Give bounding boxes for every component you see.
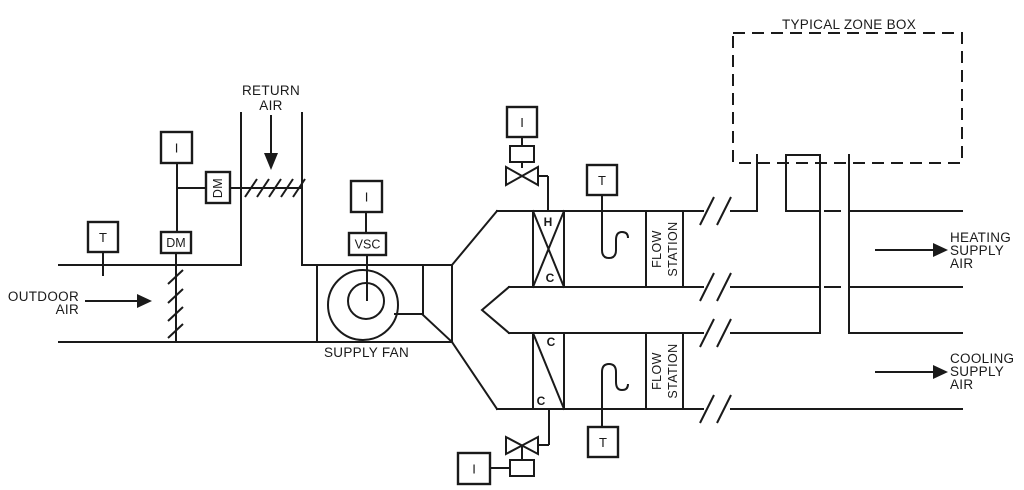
return-air-label-2: AIR — [259, 98, 282, 113]
vsc-box — [347, 231, 388, 257]
damper-motor-outdoor-box — [159, 230, 193, 255]
cooling-supply-label-2: SUPPLY — [950, 364, 1004, 379]
cold-deck-valve — [490, 409, 550, 477]
heating-supply-label-2: SUPPLY — [950, 243, 1004, 258]
outdoor-air-damper — [167, 251, 184, 343]
indicator-hot-valve-label: I — [520, 115, 524, 130]
cold-coil-top-label: C — [547, 335, 556, 349]
heating-supply-label-1: HEATING — [950, 230, 1011, 245]
temp-sensor-cold-deck-label: T — [599, 435, 607, 450]
damper-motor-outdoor-label: DM — [166, 236, 185, 250]
cooling-supply-arrow — [875, 365, 948, 379]
temp-element-hot-deck — [601, 195, 629, 260]
supply-fan-casing — [316, 264, 453, 343]
temp-sensor-hot-deck-box — [585, 163, 619, 197]
flow-station-cold-label-1: FLOW — [650, 352, 664, 390]
damper-motor-return-label: DM — [211, 178, 225, 198]
temp-sensor-outdoor-label: T — [99, 230, 107, 245]
cold-deck-coil — [531, 331, 566, 411]
heating-supply-arrow — [875, 243, 948, 257]
return-air-arrow — [264, 115, 278, 170]
return-air-label-1: RETURN — [242, 83, 300, 98]
hot-deck-coil — [531, 209, 566, 289]
temp-element-cold-deck — [601, 362, 629, 427]
outdoor-air-duct — [58, 264, 453, 343]
supply-fan-label: SUPPLY FAN — [324, 345, 409, 360]
valve-symbol-cold-left — [505, 435, 525, 456]
cooling-supply-label-3: AIR — [950, 377, 973, 392]
heating-supply-label-3: AIR — [950, 256, 973, 271]
valve-actuator-cold — [509, 459, 535, 477]
cold-coil-bottom-label: C — [537, 394, 546, 408]
damper-motor-return-box — [204, 170, 232, 205]
supply-fan-symbol — [327, 255, 454, 344]
valve-symbol-cold-right — [519, 435, 539, 456]
hot-coil-c-label: C — [546, 271, 555, 285]
outdoor-air-label-2: AIR — [56, 302, 79, 317]
duct-break-marks — [699, 196, 732, 424]
cooling-supply-label-1: COOLING — [950, 351, 1014, 366]
zone-box-outline — [732, 32, 963, 164]
zone-takeoff-risers — [756, 154, 850, 334]
indicator-mixed-air-label: I — [175, 141, 179, 156]
zone-box-label: TYPICAL ZONE BOX — [782, 17, 916, 32]
indicator-cold-valve-box — [456, 451, 492, 486]
outdoor-air-arrow — [85, 294, 152, 308]
hot-deck-duct — [496, 210, 963, 288]
return-air-damper — [229, 178, 306, 198]
valve-actuator-hot — [509, 145, 535, 163]
valve-symbol-hot-right — [519, 165, 539, 187]
sensor-stems — [102, 163, 629, 427]
vsc-label: VSC — [355, 238, 381, 252]
zone-box — [732, 32, 963, 334]
hot-coil-h-label: H — [544, 215, 553, 229]
temp-sensor-outdoor-box — [86, 220, 120, 254]
flow-station-hot — [645, 210, 684, 288]
temp-sensor-cold-deck-box — [586, 425, 620, 459]
flow-station-cold-label-2: STATION — [666, 343, 680, 398]
hot-deck-valve — [505, 137, 549, 211]
plenum-transition — [450, 209, 511, 411]
flow-station-hot-label-1: FLOW — [650, 230, 664, 268]
flow-station-hot-label-2: STATION — [666, 221, 680, 276]
indicator-fan-box — [349, 179, 384, 214]
deck-splitter-arrow — [480, 285, 511, 335]
indicator-hot-valve-box — [505, 105, 539, 139]
indicator-cold-valve-label: I — [472, 462, 476, 477]
temp-sensor-hot-deck-label: T — [598, 173, 606, 188]
indicator-mixed-air-box — [159, 130, 194, 165]
valve-symbol-hot-left — [505, 165, 525, 187]
flow-station-cold — [645, 332, 684, 410]
cold-deck-duct — [496, 332, 963, 410]
outdoor-air-label-1: OUTDOOR — [8, 289, 79, 304]
indicator-fan-label: I — [365, 190, 369, 205]
